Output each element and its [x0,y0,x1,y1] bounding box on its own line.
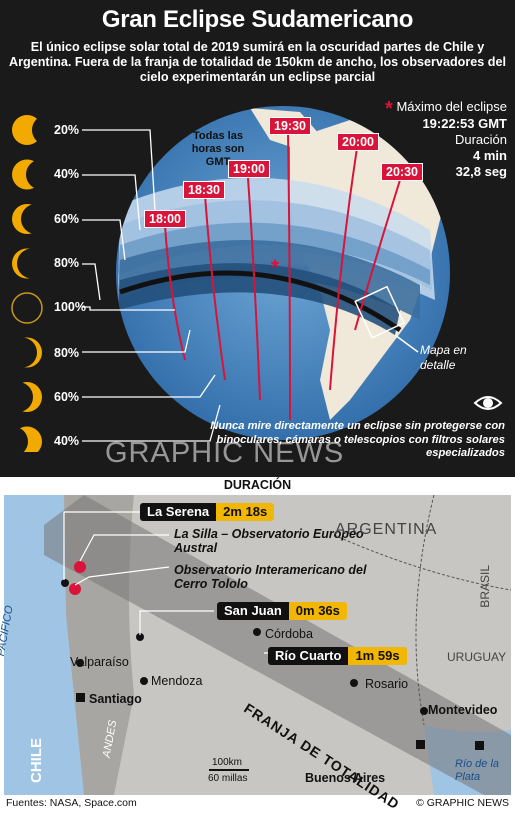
phase-label: 60% [54,212,80,226]
time-label: 20:30 [381,163,423,181]
scale-mi: 60 millas [208,773,248,784]
eclipse-phase-icon [7,337,42,368]
duration-min: 4 min [473,148,507,163]
city-mendoza: Mendoza [151,674,203,688]
max-eclipse-time: 19:22:53 GMT [422,116,507,131]
time-label: 18:00 [144,210,186,228]
phase-label: 20% [54,123,80,137]
phase-label: 40% [54,167,80,181]
phase-label: 40% [54,434,80,448]
eye-icon [473,396,503,410]
city-montevideo: Montevideo [428,703,498,717]
detail-title: DURACIÓN [223,478,292,492]
eclipse-phase-icon [12,115,60,145]
warning-text: Nunca mire directamente un eclipse sin p… [210,420,505,459]
eclipse-phase-icon [12,248,47,279]
time-label: 18:30 [183,181,225,199]
max-eclipse-icon: * [385,98,393,120]
phase-label: 80% [54,256,80,270]
phase-label: 80% [54,346,80,360]
city-buenos-aires: Buenos Aires [305,771,386,785]
country-uruguay: URUGUAY [447,650,507,664]
max-eclipse-marker: * [271,255,280,280]
time-label: 20:00 [337,133,379,151]
times-note: Todas las horas son GMT [191,130,245,168]
city-cordoba: Córdoba [265,627,313,641]
page-title: Gran Eclipse Sudamericano [101,6,414,33]
city-rosario: Rosario [365,677,409,691]
watermark: GRAPHIC NEWS [105,437,345,469]
city-markers [61,579,484,750]
eclipse-phase-icon [12,159,56,190]
duration-label: Duración [454,132,507,147]
time-lines [164,131,401,421]
eclipse-phase-icon [11,292,43,324]
river-label: Río de la Plata [455,758,500,783]
footer-source: Fuentes: NASA, Space.com [6,797,137,809]
observatory-icons [69,561,86,595]
time-label: 19:00 [228,160,270,178]
leader-lines [82,129,221,442]
country-argentina: ARGENTINA [335,521,438,538]
eclipse-phase-icon [3,382,42,412]
country-chile: CHILE [28,738,45,783]
eclipse-phase-icon [0,426,42,452]
country-brasil: BRASIL [478,565,492,608]
top-panel: Gran Eclipse Sudamericano El único eclip… [0,0,515,477]
detail-map [4,495,511,795]
time-label: 19:30 [269,117,311,135]
phase-label: 100% [54,300,86,314]
detail-frame [354,285,405,339]
observatory-tololo: Observatorio Interamericano del Cerro To… [174,563,367,591]
subtitle: El único eclipse solar total de 2019 sum… [9,40,506,84]
detail-map-label: Mapa en detalle [420,343,467,372]
max-eclipse-label: Máximo del eclipse [396,99,507,114]
duration-sec: 32,8 seg [455,164,507,179]
scale-km: 100km [212,757,243,768]
city-valparaiso: Valparaíso [70,655,129,669]
totality-path [119,270,402,333]
totality-band [44,495,511,795]
city-santiago: Santiago [89,692,142,706]
footer-credit: © GRAPHIC NEWS [416,797,509,809]
eclipse-phase-icon [12,204,51,234]
globe-diagram: * [82,106,450,442]
observatory-la-silla: La Silla – Observatorio Europeo Austral [174,527,364,555]
phase-icons [0,115,60,452]
phase-label: 60% [54,390,80,404]
penumbra-bands [118,177,435,335]
